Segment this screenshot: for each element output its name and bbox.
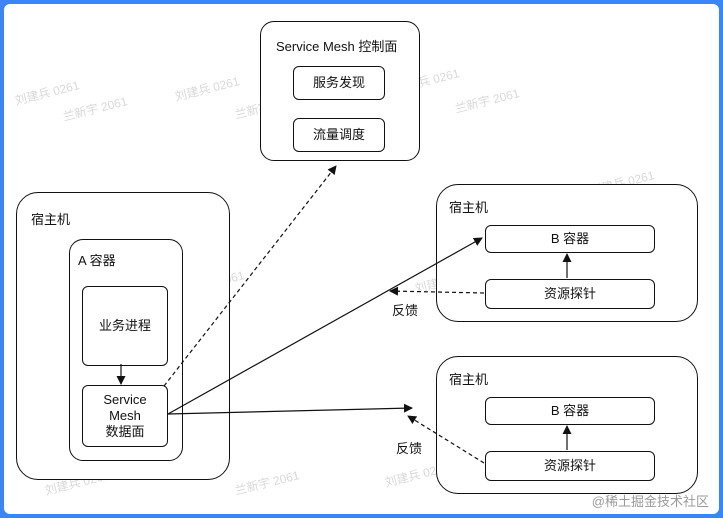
watermark: 兰新宇 2061 bbox=[61, 94, 129, 124]
footer-watermark: @稀土掘金技术社区 bbox=[591, 494, 709, 509]
left-host-box: 宿主机 A 容器 业务进程 Service Mesh 数据面 bbox=[16, 192, 230, 480]
top-right-host-box: 宿主机 B 容器 资源探针 bbox=[436, 184, 698, 322]
watermark: 刘建兵 0261 bbox=[13, 78, 81, 108]
feedback-label: 反馈 bbox=[396, 441, 423, 456]
watermark: 兰新宇 2061 bbox=[453, 86, 521, 116]
watermark: 兰新宇 2061 bbox=[233, 468, 301, 498]
service-discovery-box: 服务发现 bbox=[293, 66, 385, 100]
container-a-title: A 容器 bbox=[78, 253, 116, 268]
left-host-title: 宿主机 bbox=[31, 212, 71, 227]
control-plane-box: Service Mesh 控制面 服务发现 流量调度 bbox=[260, 21, 420, 161]
data-plane-line: 数据面 bbox=[105, 424, 145, 439]
bottom-right-host-title: 宿主机 bbox=[449, 372, 489, 387]
container-b-box: B 容器 bbox=[485, 225, 655, 253]
watermark: 刘建兵 0261 bbox=[173, 74, 241, 104]
container-a-box: A 容器 业务进程 Service Mesh 数据面 bbox=[69, 239, 183, 461]
diagram-canvas: 刘建兵 0261 兰新宇 2061 刘建兵 0261 兰新宇 2061 刘建兵 … bbox=[4, 4, 719, 514]
traffic-control-box: 流量调度 bbox=[293, 118, 385, 152]
container-b-box: B 容器 bbox=[485, 397, 655, 425]
data-plane-line: Service bbox=[103, 392, 147, 407]
bottom-right-host-box: 宿主机 B 容器 资源探针 bbox=[436, 356, 698, 494]
control-plane-title: Service Mesh 控制面 bbox=[276, 39, 398, 54]
resource-probe-box: 资源探针 bbox=[485, 451, 655, 481]
business-process-box: 业务进程 bbox=[82, 286, 168, 366]
top-right-host-title: 宿主机 bbox=[449, 200, 489, 215]
data-plane-box: Service Mesh 数据面 bbox=[82, 385, 168, 447]
data-plane-line: Mesh bbox=[109, 408, 141, 423]
feedback-label: 反馈 bbox=[392, 303, 419, 318]
resource-probe-box: 资源探针 bbox=[485, 279, 655, 309]
